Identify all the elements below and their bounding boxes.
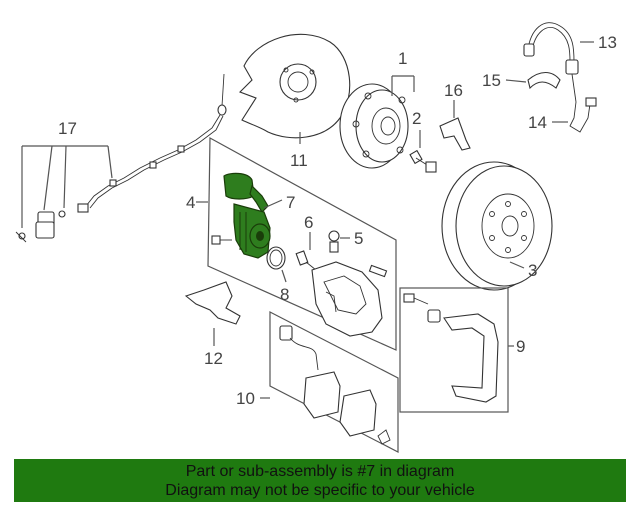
- callout-17-leaders: [21, 145, 113, 228]
- callout-5[interactable]: 5: [354, 229, 363, 248]
- callout-1-leaders: [391, 75, 415, 96]
- brake-rotor[interactable]: [441, 161, 553, 291]
- banner-line-2: Diagram may not be specific to your vehi…: [165, 482, 475, 499]
- callout-7[interactable]: 7: [286, 193, 295, 212]
- caliper-bracket[interactable]: [184, 281, 241, 325]
- callout-10[interactable]: 10: [236, 389, 255, 408]
- motor-bolt[interactable]: [211, 235, 232, 245]
- callout-2[interactable]: 2: [412, 109, 421, 128]
- callout-3[interactable]: 3: [528, 261, 537, 280]
- pad-kit-panel: [269, 311, 399, 453]
- abs-sensor-cable[interactable]: [15, 73, 227, 243]
- bleeder-screw[interactable]: [328, 230, 340, 253]
- splash-shield[interactable]: [239, 33, 351, 139]
- callout-6[interactable]: 6: [304, 213, 313, 232]
- callout-17[interactable]: 17: [58, 119, 77, 138]
- callout-15[interactable]: 15: [482, 71, 501, 90]
- hub-bolt[interactable]: [409, 149, 437, 173]
- callout-12[interactable]: 12: [204, 349, 223, 368]
- caliper-assembly-panel: [207, 136, 397, 351]
- callout-13[interactable]: 13: [598, 33, 617, 52]
- callout-8-leader: [281, 269, 287, 283]
- parking-brake-motor[interactable]: [223, 172, 271, 259]
- callout-16[interactable]: 16: [444, 81, 463, 100]
- callout-15-leader: [505, 79, 527, 83]
- callout-4[interactable]: 4: [186, 193, 195, 212]
- caliper-housing[interactable]: [311, 261, 388, 337]
- pad-wear-sensor[interactable]: [279, 325, 319, 371]
- callout-1[interactable]: 1: [398, 49, 407, 68]
- carrier-bracket[interactable]: [403, 293, 499, 403]
- wheel-hub[interactable]: [339, 83, 409, 169]
- mount-bracket[interactable]: [439, 117, 471, 151]
- callout-7-leader: [263, 199, 283, 209]
- info-banner: Part or sub-assembly is #7 in diagram Di…: [14, 459, 626, 502]
- carrier-kit-panel: [399, 287, 509, 413]
- parts-diagram: 17 11 1 2 16: [15, 22, 617, 453]
- callout-8[interactable]: 8: [280, 285, 289, 304]
- brake-hose[interactable]: [523, 22, 597, 133]
- guide-pin[interactable]: [295, 250, 317, 271]
- banner-line-1: Part or sub-assembly is #7 in diagram: [185, 463, 455, 480]
- callout-9[interactable]: 9: [516, 337, 525, 356]
- hose-clip[interactable]: [527, 71, 561, 90]
- seal-ring[interactable]: [266, 246, 286, 270]
- callout-11[interactable]: 11: [290, 151, 308, 170]
- callout-3-leader: [509, 261, 525, 269]
- brake-pads[interactable]: [303, 371, 391, 445]
- callout-14[interactable]: 14: [528, 113, 547, 132]
